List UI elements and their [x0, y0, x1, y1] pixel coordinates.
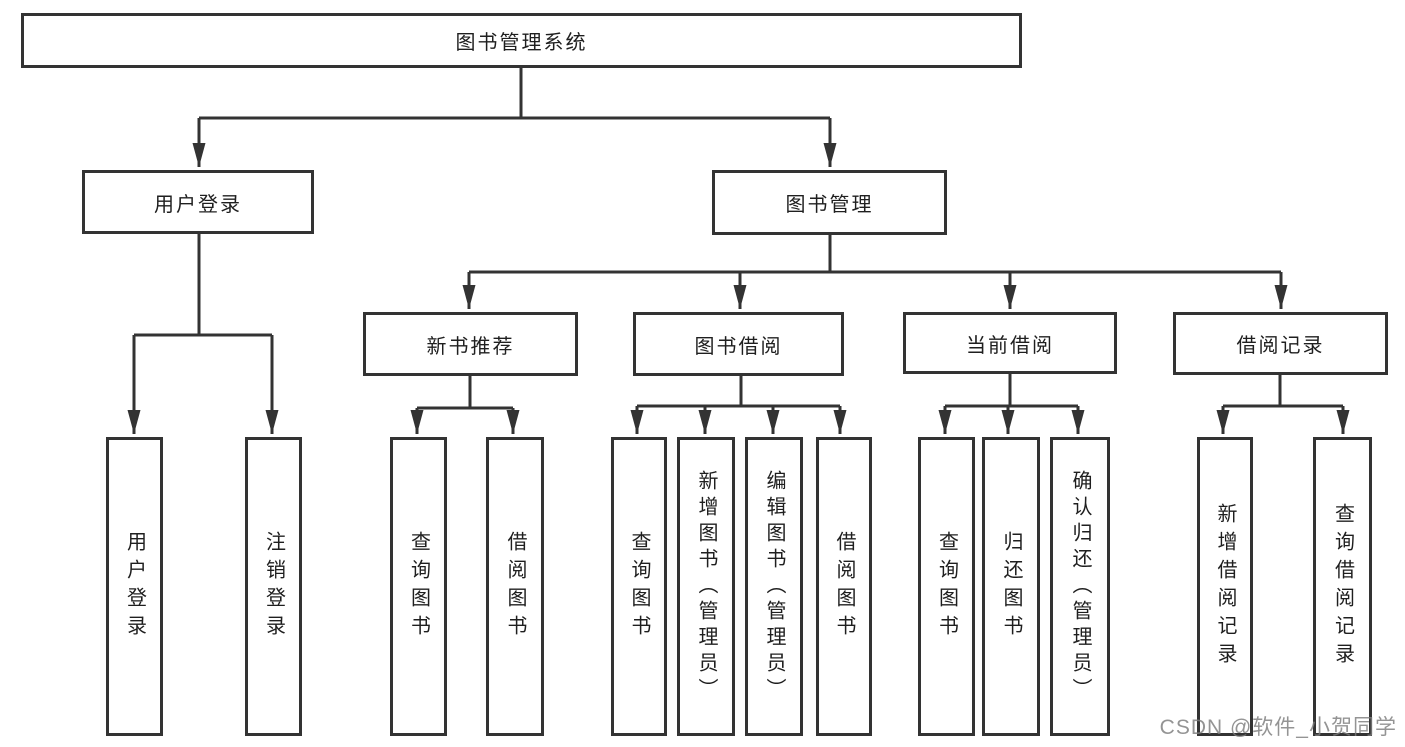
node-current-borrow: 当前借阅: [903, 312, 1117, 374]
node-book-borrow: 图书借阅: [633, 312, 844, 376]
node-borrow-record: 借阅记录: [1173, 312, 1388, 375]
leaf-cb-return-book: 归还图书: [982, 437, 1040, 736]
leaf-br-add-record: 新增借阅记录: [1197, 437, 1253, 736]
csdn-watermark: CSDN @软件_小贺同学: [1159, 716, 1397, 739]
leaf-nbr-borrow-book: 借阅图书: [486, 437, 544, 736]
leaf-br-query-record: 查询借阅记录: [1313, 437, 1372, 736]
leaf-user-login: 用户登录: [106, 437, 163, 736]
leaf-bb-query-book: 查询图书: [611, 437, 667, 736]
node-new-book-recommend: 新书推荐: [363, 312, 578, 376]
node-book-management: 图书管理: [712, 170, 947, 235]
leaf-bb-edit-book-admin: 编辑图书（管理员）: [745, 437, 803, 736]
leaf-cb-query-book: 查询图书: [918, 437, 975, 736]
leaf-logout: 注销登录: [245, 437, 302, 736]
leaf-bb-borrow-book: 借阅图书: [816, 437, 872, 736]
node-user-login: 用户登录: [82, 170, 314, 234]
leaf-cb-confirm-return-admin: 确认归还（管理员）: [1050, 437, 1110, 736]
node-root: 图书管理系统: [21, 13, 1022, 68]
leaf-nbr-query-book: 查询图书: [390, 437, 447, 736]
leaf-bb-add-book-admin: 新增图书（管理员）: [677, 437, 735, 736]
